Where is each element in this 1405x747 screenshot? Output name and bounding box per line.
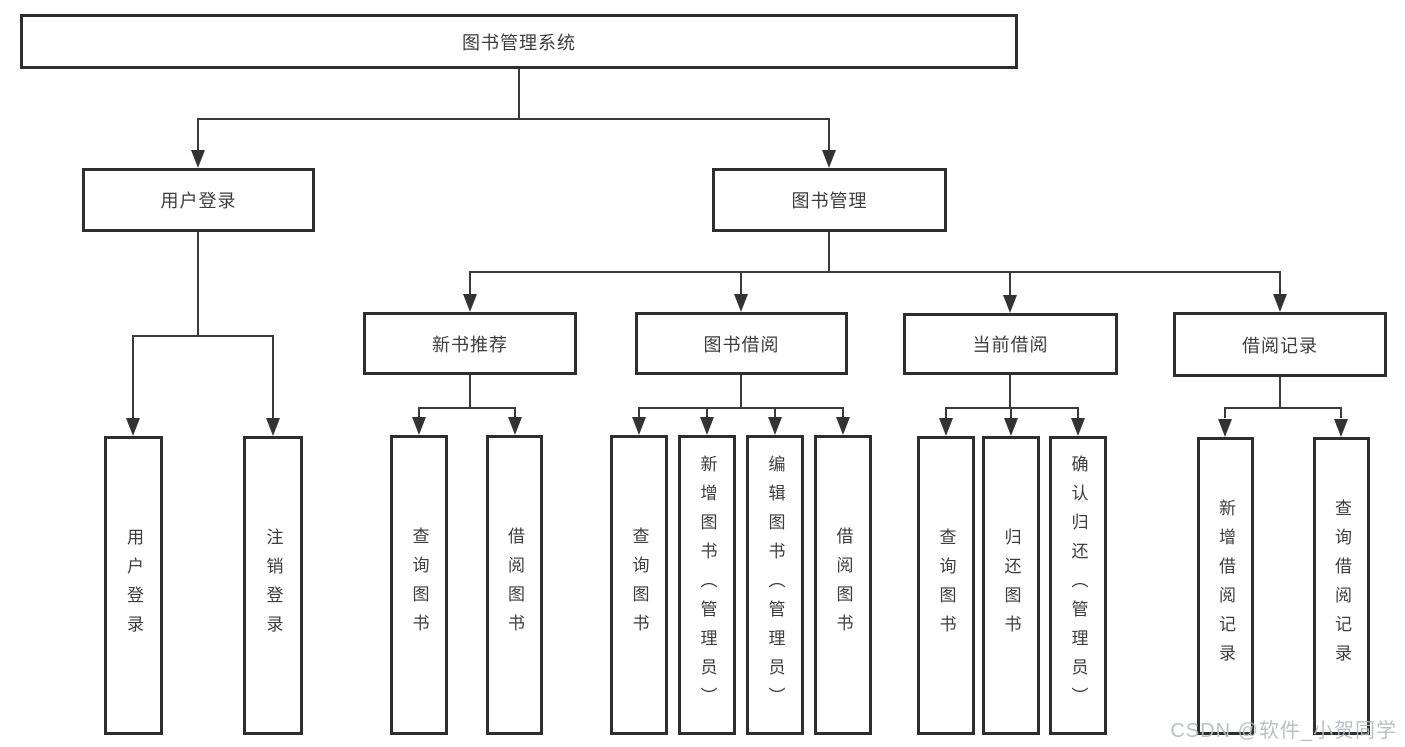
node-leaf-logout: 注销登录 xyxy=(243,436,303,735)
connector-line xyxy=(740,271,742,295)
connector-line xyxy=(1009,271,1011,295)
node-book-management: 图书管理 xyxy=(712,168,947,232)
node-leaf-return-books: 归还图书 xyxy=(982,436,1040,735)
arrow-down-icon xyxy=(412,417,426,435)
connector-line xyxy=(1224,407,1226,418)
connector-line xyxy=(514,407,516,418)
node-new-book-recommend: 新书推荐 xyxy=(363,312,577,375)
node-book-borrowing: 图书借阅 xyxy=(635,312,848,375)
arrow-down-icon xyxy=(1071,418,1085,436)
connector-line xyxy=(132,335,274,337)
arrow-down-icon xyxy=(632,417,646,435)
connector-line xyxy=(638,407,844,409)
node-user-login: 用户登录 xyxy=(82,168,315,232)
arrow-down-icon xyxy=(939,418,953,436)
connector-line xyxy=(272,335,274,418)
node-book-management-system: 图书管理系统 xyxy=(20,14,1018,69)
connector-line xyxy=(132,335,134,418)
node-leaf-edit-books-admin: 编辑图书（管理员） xyxy=(746,435,804,735)
arrow-down-icon xyxy=(508,417,522,435)
connector-line xyxy=(197,232,199,335)
connector-line xyxy=(197,118,199,151)
connector-line xyxy=(638,407,640,418)
connector-line xyxy=(1009,375,1011,407)
connector-line xyxy=(1279,271,1281,295)
connector-line xyxy=(828,118,830,151)
arrow-down-icon xyxy=(1334,419,1348,437)
node-leaf-user-login: 用户登录 xyxy=(104,436,163,735)
arrow-down-icon xyxy=(822,150,836,168)
arrow-down-icon xyxy=(126,418,140,436)
arrow-down-icon xyxy=(1218,419,1232,437)
connector-line xyxy=(842,407,844,418)
connector-line xyxy=(1077,407,1079,418)
node-leaf-add-borrow-record: 新增借阅记录 xyxy=(1197,437,1254,735)
node-leaf-borrow-books-2: 借阅图书 xyxy=(814,435,872,735)
connector-line xyxy=(418,407,420,418)
node-leaf-query-books-2: 查询图书 xyxy=(610,435,668,735)
arrow-down-icon xyxy=(266,418,280,436)
node-leaf-confirm-return-admin: 确认归还（管理员） xyxy=(1049,436,1107,735)
connector-line xyxy=(418,407,516,409)
connector-line xyxy=(706,407,708,418)
connector-line xyxy=(518,69,520,119)
watermark: CSDN @软件_小贺同学 xyxy=(1170,720,1397,742)
connector-line xyxy=(1010,407,1012,418)
arrow-down-icon xyxy=(1004,418,1018,436)
node-leaf-query-books-3: 查询图书 xyxy=(917,436,975,735)
arrow-down-icon xyxy=(1003,295,1017,313)
connector-line xyxy=(469,271,471,295)
node-leaf-add-books-admin: 新增图书（管理员） xyxy=(678,435,736,735)
connector-line xyxy=(740,375,742,407)
node-current-borrowing: 当前借阅 xyxy=(903,313,1118,375)
arrow-down-icon xyxy=(191,150,205,168)
connector-line xyxy=(1340,407,1342,418)
arrow-down-icon xyxy=(1273,294,1287,312)
arrow-down-icon xyxy=(734,294,748,312)
node-leaf-query-books-1: 查询图书 xyxy=(390,435,448,735)
connector-line xyxy=(945,407,947,418)
arrow-down-icon xyxy=(463,294,477,312)
node-leaf-borrow-books-1: 借阅图书 xyxy=(486,435,543,735)
arrow-down-icon xyxy=(700,417,714,435)
connector-line xyxy=(197,118,830,120)
connector-line xyxy=(945,407,1079,409)
arrow-down-icon xyxy=(836,417,850,435)
node-leaf-query-borrow-record: 查询借阅记录 xyxy=(1313,437,1370,735)
connector-line xyxy=(1224,407,1342,409)
connector-line xyxy=(828,232,830,271)
arrow-down-icon xyxy=(768,417,782,435)
connector-line xyxy=(1279,377,1281,407)
connector-line xyxy=(774,407,776,418)
connector-line xyxy=(469,271,1281,273)
node-borrowing-records: 借阅记录 xyxy=(1173,312,1387,377)
connector-line xyxy=(469,375,471,407)
